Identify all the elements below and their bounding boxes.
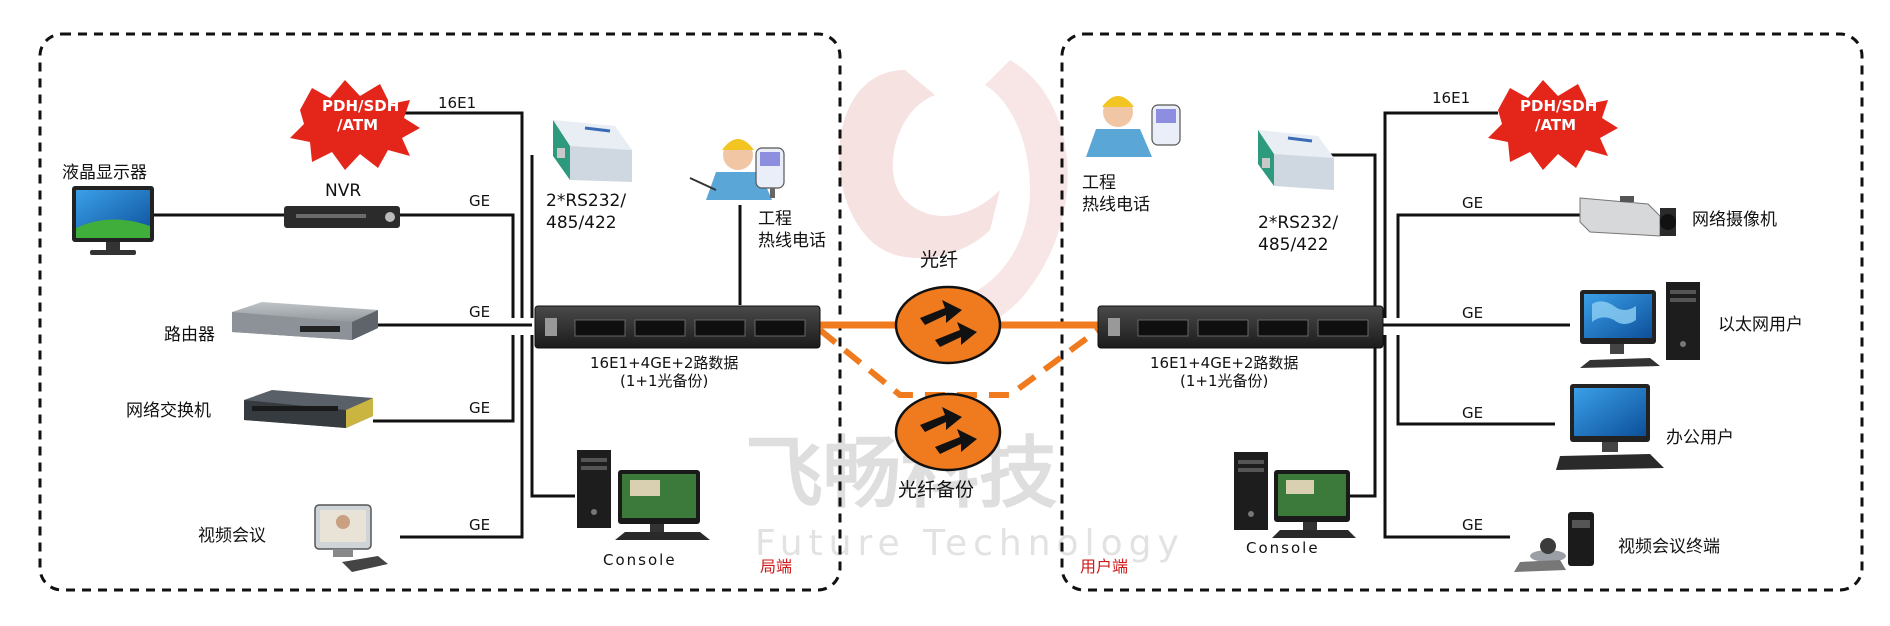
mux-left-icon xyxy=(534,305,821,349)
nvr-label: NVR xyxy=(325,181,361,201)
left-ge-video: GE xyxy=(469,516,490,534)
serial-right-line2: 485/422 xyxy=(1258,235,1329,255)
mux-left-line2: (1+1光备份) xyxy=(620,372,708,390)
office-user-icon xyxy=(1556,384,1664,470)
lcd-monitor-icon xyxy=(72,186,154,255)
zone-box-right xyxy=(1060,32,1864,592)
sdh-left-line1: PDH/SDH xyxy=(322,97,399,115)
serial-left-line1: 2*RS232/ xyxy=(546,191,626,211)
left-16e1-label: 16E1 xyxy=(438,94,476,112)
switch-label: 网络交换机 xyxy=(126,401,211,421)
sdh-right-line1: PDH/SDH xyxy=(1520,97,1597,115)
fiber-backup-label: 光纤备份 xyxy=(898,479,974,501)
serial-converter-left-icon xyxy=(553,120,632,182)
network-camera-icon xyxy=(1579,196,1676,237)
left-ge-router: GE xyxy=(469,303,490,321)
sdh-cloud-left: PDH/SDH /ATM xyxy=(290,80,420,170)
video-terminal-label: 视频会议终端 xyxy=(1618,537,1720,557)
router-label: 路由器 xyxy=(164,325,215,345)
watermark: 飞畅科技 Future Technology xyxy=(745,60,1185,564)
hotline-phone-right-icon xyxy=(1086,96,1181,157)
mux-right-icon xyxy=(1097,305,1384,349)
right-ge-ethernet: GE xyxy=(1462,304,1483,322)
sdh-left-line2: /ATM xyxy=(337,116,378,134)
monitor-label: 液晶显示器 xyxy=(62,163,147,183)
fiber-label: 光纤 xyxy=(920,249,958,271)
fiber-backup-icon xyxy=(894,392,1002,472)
watermark-brand-en: Future Technology xyxy=(755,523,1185,564)
right-links xyxy=(1328,111,1580,539)
router-icon xyxy=(232,302,378,340)
camera-label: 网络摄像机 xyxy=(1692,210,1777,230)
serial-left-line2: 485/422 xyxy=(546,213,617,233)
sdh-right-line2: /ATM xyxy=(1535,116,1576,134)
right-ge-camera: GE xyxy=(1462,194,1483,212)
console-right-icon xyxy=(1234,452,1356,538)
ethernet-user-icon xyxy=(1580,282,1700,368)
left-links xyxy=(152,111,742,539)
phone-left-line2: 热线电话 xyxy=(758,231,826,251)
left-ge-switch: GE xyxy=(469,399,490,417)
mux-right-line2: (1+1光备份) xyxy=(1180,372,1268,390)
serial-converter-right-icon xyxy=(1258,130,1334,190)
hotline-phone-left-icon xyxy=(689,139,785,200)
network-switch-icon xyxy=(244,390,373,428)
right-ge-video: GE xyxy=(1462,516,1483,534)
video-conference-icon xyxy=(314,504,388,572)
left-ge-nvr: GE xyxy=(469,192,490,210)
right-16e1-label: 16E1 xyxy=(1432,89,1470,107)
phone-right-line1: 工程 xyxy=(1082,173,1116,193)
fiber-main-icon xyxy=(894,285,1002,365)
serial-right-line1: 2*RS232/ xyxy=(1258,213,1338,233)
phone-left-line1: 工程 xyxy=(758,209,792,229)
mux-left-line1: 16E1+4GE+2路数据 xyxy=(590,354,738,372)
office-user-label: 办公用户 xyxy=(1666,428,1734,448)
zone-left-label: 局端 xyxy=(760,557,792,576)
console-left-label: Console xyxy=(603,551,677,569)
console-left-icon xyxy=(577,450,710,540)
video-label: 视频会议 xyxy=(198,526,266,546)
sdh-cloud-right: PDH/SDH /ATM xyxy=(1488,80,1618,170)
ethernet-user-label: 以太网用户 xyxy=(1718,315,1803,335)
zone-box-left xyxy=(38,32,842,592)
video-terminal-icon xyxy=(1514,512,1594,572)
phone-right-line2: 热线电话 xyxy=(1082,195,1150,215)
zone-right-label: 用户端 xyxy=(1080,557,1128,576)
console-right-label: Console xyxy=(1246,539,1320,557)
right-ge-office: GE xyxy=(1462,404,1483,422)
nvr-icon xyxy=(284,206,400,228)
mux-right-line1: 16E1+4GE+2路数据 xyxy=(1150,354,1298,372)
